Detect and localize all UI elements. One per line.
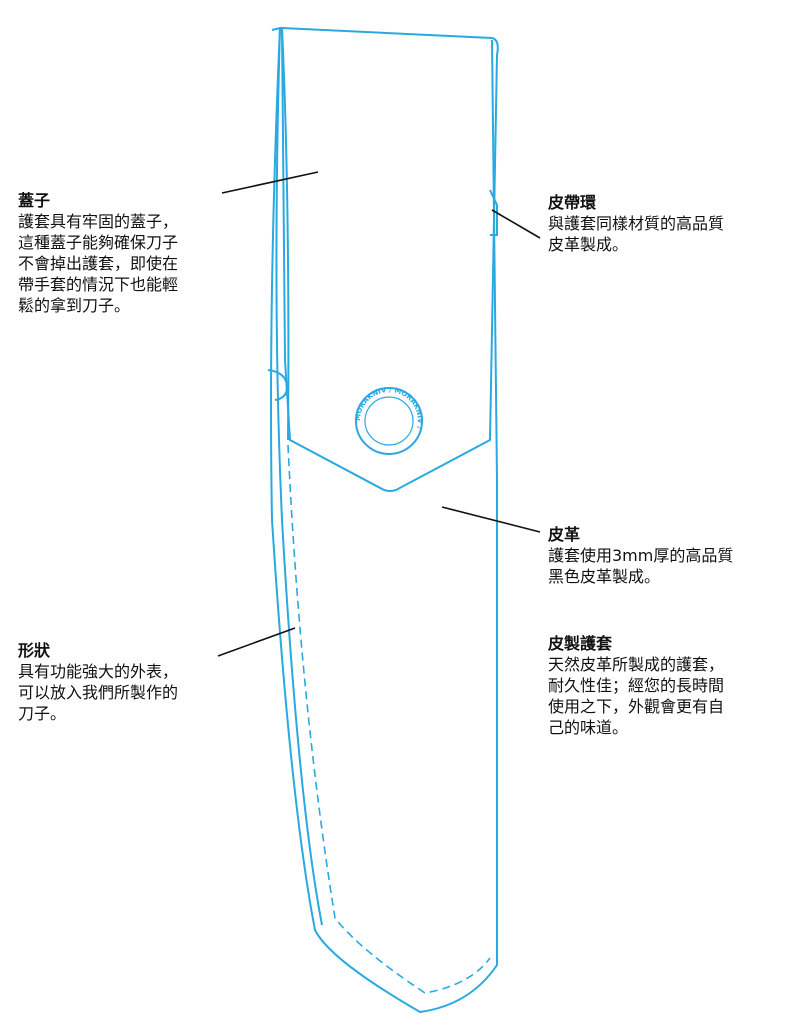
note-title: 皮革 — [548, 525, 581, 544]
note-title: 形狀 — [18, 641, 51, 660]
note-title: 蓋子 — [18, 191, 51, 210]
note-body: 具有功能強大的外表， 可以放入我們所製作的 刀子。 — [18, 662, 179, 723]
seal-outer — [355, 387, 423, 455]
seal-text: MORAKNIV / MORAKNIV / — [354, 386, 424, 430]
stitch-line — [287, 444, 491, 994]
side-tab — [267, 369, 289, 401]
leader-lid — [221, 171, 319, 194]
leader-shape — [217, 627, 296, 657]
leader-belt-loop — [491, 209, 541, 239]
belt-loop — [489, 189, 498, 236]
seal-inner — [364, 396, 414, 446]
note-body: 護套具有牢固的蓋子， 這種蓋子能夠確保刀子 不會掉出護套，即使在 帶手套的情況下… — [18, 212, 179, 315]
note-shape: 形狀 具有功能強大的外表， 可以放入我們所製作的 刀子。 — [18, 640, 178, 724]
note-body: 護套使用3mm厚的高品質 黑色皮革製成。 — [548, 546, 734, 586]
note-body: 與護套同樣材質的高品質 皮革製成。 — [548, 214, 725, 254]
note-body: 天然皮革所製成的護套， 耐久性佳；經您的長時間 使用之下，外觀會更有自 己的味道… — [548, 655, 725, 737]
sheath-back-edge — [275, 27, 323, 926]
lid-inner-edge — [281, 27, 290, 441]
note-belt-loop: 皮帶環 與護套同樣材質的高品質 皮革製成。 — [548, 192, 724, 255]
leader-leather — [441, 506, 541, 533]
note-title: 皮帶環 — [548, 193, 597, 212]
note-leather: 皮革 護套使用3mm厚的高品質 黑色皮革製成。 — [548, 524, 733, 587]
note-sheath: 皮製護套 天然皮革所製成的護套， 耐久性佳；經您的長時間 使用之下，外觀會更有自… — [548, 633, 724, 738]
note-title: 皮製護套 — [548, 634, 613, 653]
note-lid: 蓋子 護套具有牢固的蓋子， 這種蓋子能夠確保刀子 不會掉出護套，即使在 帶手套的… — [18, 190, 178, 316]
sheath-body-outline — [270, 26, 498, 1014]
lid-flap — [280, 26, 499, 492]
